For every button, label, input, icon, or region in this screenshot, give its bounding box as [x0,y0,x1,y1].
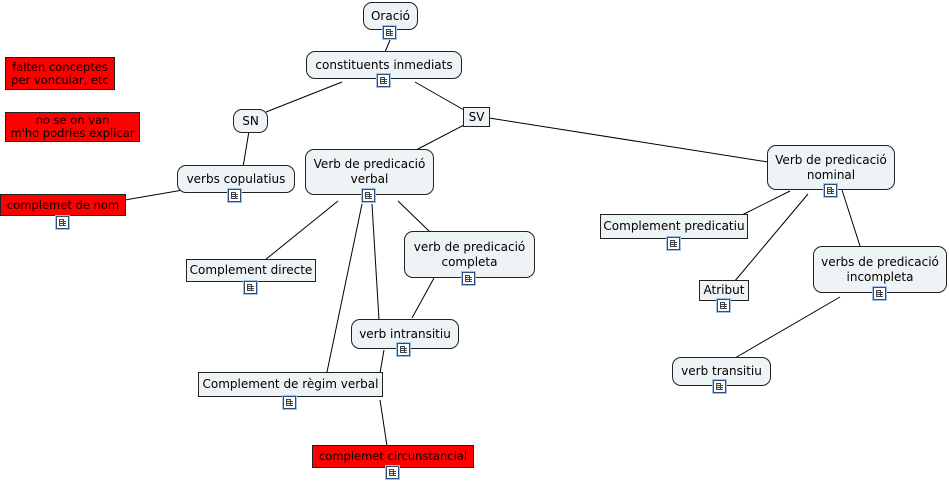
node-verb-predicacio-verbal[interactable]: Verb de predicació verbal [305,149,434,195]
document-icon[interactable] [283,396,296,409]
node-sn[interactable]: SN [233,109,268,133]
edge-verbal-complement-directe [264,200,339,261]
node-complement-regim-verbal[interactable]: Complement de règim verbal [198,372,383,397]
node-complemet-circunstancial[interactable]: complemet circunstancial [312,445,474,468]
edge-nominal-verbs-pred-incompleta [841,189,861,247]
document-icon[interactable] [228,189,241,202]
document-icon[interactable] [244,281,257,294]
node-verb-predicacio-completa[interactable]: verb de predicació completa [404,231,535,278]
node-verb-predicacio-nominal[interactable]: Verb de predicació nominal [767,145,895,190]
edge-oracio-constituents [384,39,391,53]
edge-verbal-verb-intransitiu [371,203,380,321]
edge-nominal-atribut [733,193,809,283]
document-icon[interactable] [462,272,475,285]
edge-verbs-copulatius-complemet-nom [124,189,184,201]
node-constituents-inmediats[interactable]: constituents inmediats [306,51,462,79]
note-falten-conceptes[interactable]: falten conceptes per voncular, etc [5,57,115,90]
edge-sv-verb-pred-verbal [415,124,465,151]
node-complement-directe[interactable]: Complement directe [186,259,316,282]
node-atribut[interactable]: Atribut [699,280,749,301]
node-verbs-predicacio-incompleta[interactable]: verbs de predicació incompleta [813,246,947,293]
edge-nominal-complement-predicatiu [741,190,791,216]
document-icon[interactable] [873,287,886,300]
node-complemet-de-nom[interactable]: complemet de nom [0,194,126,216]
document-icon[interactable] [362,189,375,202]
edge-constituents-sv [414,81,465,111]
edge-completa-verb-intransitiu [411,277,435,319]
edge-intransitiu-complement-regim [379,349,385,374]
node-sv[interactable]: SV [463,107,490,127]
edge-incompleta-verb-transitiu [734,296,841,359]
edge-verbal-complement-regim [326,203,363,373]
edge-sn-verbs-copulatius [242,130,250,168]
document-icon[interactable] [713,380,726,393]
node-complement-predicatiu[interactable]: Complement predicatiu [600,214,748,239]
document-icon[interactable] [383,26,396,39]
document-icon[interactable] [824,184,837,197]
document-icon[interactable] [397,343,410,356]
document-icon[interactable] [667,237,680,250]
edge-verbal-verb-pred-completa [397,200,431,233]
document-icon[interactable] [386,466,399,479]
edge-constituents-sn [265,81,343,113]
document-icon[interactable] [56,216,69,229]
edge-regim-complemet-circumstancial [379,399,388,447]
document-icon[interactable] [377,74,390,87]
node-verb-transitiu[interactable]: verb transitiu [672,357,771,386]
node-verbs-copulatius[interactable]: verbs copulatius [177,165,295,193]
document-icon[interactable] [717,299,730,312]
edge-sv-verb-pred-nominal [488,117,769,163]
note-no-se-on-van[interactable]: no se on van m'ho podries explicar [5,112,140,142]
